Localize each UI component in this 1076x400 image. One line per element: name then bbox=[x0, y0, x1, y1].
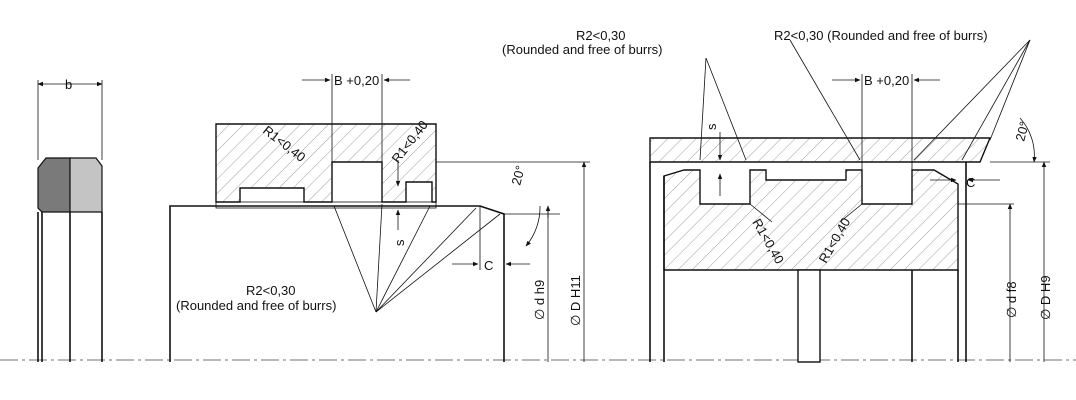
right-piston-section bbox=[663, 169, 959, 271]
seal-dark-lip bbox=[37, 157, 71, 213]
left-shaft bbox=[169, 205, 505, 362]
left-20deg-label: 20° bbox=[508, 164, 528, 187]
right-R2-top-left-note: (Rounded and free of burrs) bbox=[502, 42, 662, 57]
seal-profile bbox=[37, 80, 103, 362]
left-housing bbox=[169, 74, 590, 362]
right-R2-top-left-label: R2<0,30 bbox=[576, 28, 626, 43]
right-bore-section bbox=[649, 137, 992, 163]
right-R2-top-right-label: R2<0,30 (Rounded and free of burrs) bbox=[774, 28, 988, 43]
seal-light-lip bbox=[69, 157, 103, 213]
left-C-label: C bbox=[484, 258, 493, 273]
left-B-tol-label: B +0,20 bbox=[334, 73, 379, 88]
right-C-label: C bbox=[966, 175, 975, 190]
left-R2-note: (Rounded and free of burrs) bbox=[176, 298, 336, 313]
left-housing-section bbox=[215, 123, 437, 203]
right-s-label: s bbox=[704, 123, 719, 130]
right-B-tol-label: B +0,20 bbox=[864, 73, 909, 88]
right-rod bbox=[797, 269, 821, 363]
right-d-f8-label: ∅ d f8 bbox=[1004, 281, 1019, 318]
dim-b-label: b bbox=[65, 77, 72, 92]
left-d-h9-label: ∅ d h9 bbox=[532, 280, 547, 320]
left-R2-label: R2<0,30 bbox=[246, 283, 296, 298]
right-housing bbox=[649, 39, 1050, 363]
left-s-label: s bbox=[392, 239, 407, 246]
left-D-H11-label: ∅ D H11 bbox=[568, 275, 583, 326]
right-D-H9-label: ∅ D H9 bbox=[1038, 275, 1053, 320]
right-20deg-label: 20° bbox=[1012, 120, 1032, 143]
